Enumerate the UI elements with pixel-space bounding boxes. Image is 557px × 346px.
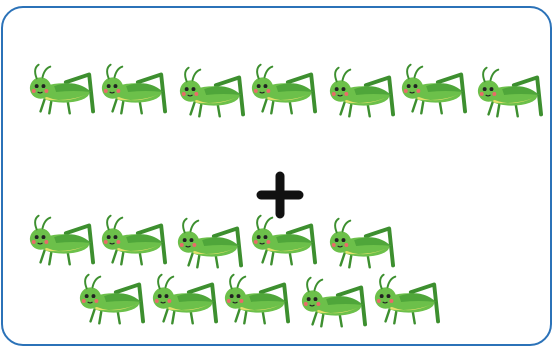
- grasshopper-icon: [77, 272, 145, 326]
- grasshopper-icon: [399, 62, 467, 116]
- grasshopper-icon: [299, 275, 367, 329]
- grasshopper-icon: [27, 213, 95, 267]
- grasshopper-icon: [249, 213, 317, 267]
- grasshopper-icon: [99, 62, 167, 116]
- grasshopper-icon: [99, 213, 167, 267]
- grasshopper-icon: [475, 65, 543, 119]
- plus-icon: [256, 171, 304, 219]
- grasshopper-icon: [327, 65, 395, 119]
- grasshopper-icon: [27, 62, 95, 116]
- grasshopper-icon: [177, 65, 245, 119]
- grasshopper-icon: [327, 216, 395, 270]
- grasshopper-icon: [249, 62, 317, 116]
- grasshopper-icon: [372, 272, 440, 326]
- grasshopper-icon: [175, 216, 243, 270]
- grasshopper-icon: [150, 272, 218, 326]
- grasshopper-icon: [222, 272, 290, 326]
